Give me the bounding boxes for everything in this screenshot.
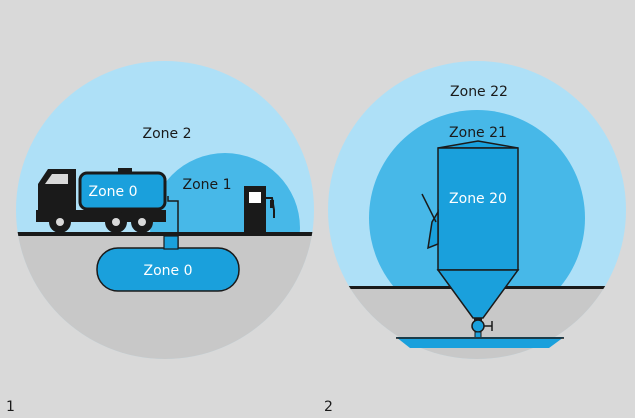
truck-wheel-hub (138, 218, 146, 226)
zone-20-label: Zone 20 (449, 191, 507, 207)
silo-hopper (436, 269, 520, 319)
tanker-truck (36, 168, 167, 233)
valve-icon (471, 319, 485, 333)
zone-0-underground-label: Zone 0 (144, 263, 193, 279)
truck-wheel-hub (56, 218, 64, 226)
panel-number-1: 1 (6, 399, 15, 415)
truck-wheel-hub (112, 218, 120, 226)
pump-nozzle (270, 200, 274, 208)
zone-2-label: Zone 2 (143, 126, 192, 142)
fuel-pump (244, 186, 275, 232)
truck-tank (78, 171, 167, 211)
zone-0-tank-label: Zone 0 (89, 184, 138, 200)
left-panel: Zone 2 Zone 1 Zone 0 Zone 0 (16, 61, 314, 359)
zone-21-label: Zone 21 (449, 125, 507, 141)
chute-lever (421, 193, 437, 223)
panel-number-2: 2 (324, 399, 333, 415)
discharge-floor (396, 337, 564, 348)
silo-body (437, 147, 519, 271)
right-panel: Zone 22 Zone 21 Zone 20 (328, 61, 626, 359)
silo (421, 140, 520, 339)
zone-22-label: Zone 22 (450, 84, 508, 100)
ground-line (16, 232, 314, 236)
valve-handle (484, 321, 493, 331)
truck-window (45, 174, 68, 184)
tank-neck (163, 235, 179, 250)
tank-hatch (118, 168, 132, 174)
zone-1-label: Zone 1 (183, 177, 232, 193)
fill-pipe (167, 196, 179, 248)
pump-display (249, 192, 261, 203)
